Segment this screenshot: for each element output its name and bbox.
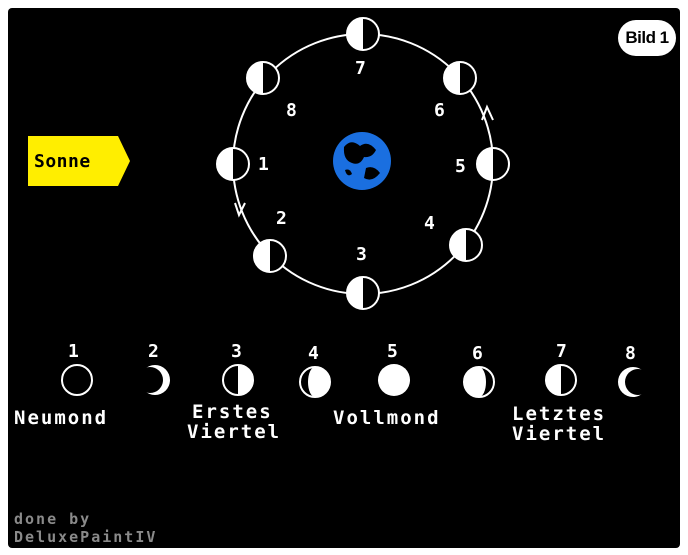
phase-moon-7-last-quarter (546, 365, 576, 395)
row-number-8: 8 (625, 343, 636, 364)
credit-line-1: done by (14, 510, 157, 528)
orbit-moon-7 (347, 18, 379, 50)
orbit-number-6: 6 (434, 100, 445, 121)
orbit-arrow-up-icon (482, 107, 493, 120)
sun-arrow: Sonne (28, 136, 130, 186)
orbit-number-5: 5 (455, 156, 466, 177)
credit-line-2: DeluxePaintIV (14, 528, 157, 546)
row-number-1: 1 (68, 341, 79, 362)
orbit-number-8: 8 (286, 100, 297, 121)
row-number-2: 2 (148, 341, 159, 362)
phase-moon-4-waxing-gibbous (300, 367, 330, 397)
phase-moon-2-waxing-crescent (137, 365, 170, 395)
figure-badge: Bild 1 (618, 20, 676, 56)
phase-moon-8-waning-crescent (618, 367, 651, 397)
phase-label-last-quarter-line1: Letztes (512, 406, 606, 423)
phase-label-new-moon: Neumond (14, 410, 108, 427)
phase-moon-3-first-quarter (223, 365, 253, 395)
orbit-moon-8 (247, 62, 279, 94)
earth-icon (333, 132, 391, 190)
row-number-7: 7 (556, 341, 567, 362)
orbit-number-2: 2 (276, 208, 287, 229)
row-number-5: 5 (387, 341, 398, 362)
row-number-4: 4 (308, 343, 319, 364)
phase-moon-5-full (378, 364, 410, 396)
orbit-moon-2 (254, 240, 286, 272)
phase-moon-6-waning-gibbous (464, 367, 494, 397)
row-number-3: 3 (231, 341, 242, 362)
orbit-moon-4 (450, 229, 482, 261)
orbit-number-3: 3 (356, 244, 367, 265)
orbit-moon-3 (347, 277, 379, 309)
sun-label: Sonne (34, 151, 91, 172)
orbit-number-1: 1 (258, 154, 269, 175)
phase-label-full-moon: Vollmond (333, 410, 441, 427)
orbit-number-4: 4 (424, 213, 435, 234)
phase-label-first-quarter-line1: Erstes (192, 404, 273, 421)
phase-label-last-quarter-line2: Viertel (512, 426, 606, 443)
orbit-moon-5 (477, 148, 509, 180)
orbit-moon-6 (444, 62, 476, 94)
credit-text: done by DeluxePaintIV (14, 510, 157, 546)
phase-label-first-quarter-line2: Viertel (187, 424, 281, 441)
row-number-6: 6 (472, 343, 483, 364)
orbit-number-7: 7 (355, 58, 366, 79)
orbit-moon-1 (217, 148, 249, 180)
phase-moon-1-new (62, 365, 92, 395)
